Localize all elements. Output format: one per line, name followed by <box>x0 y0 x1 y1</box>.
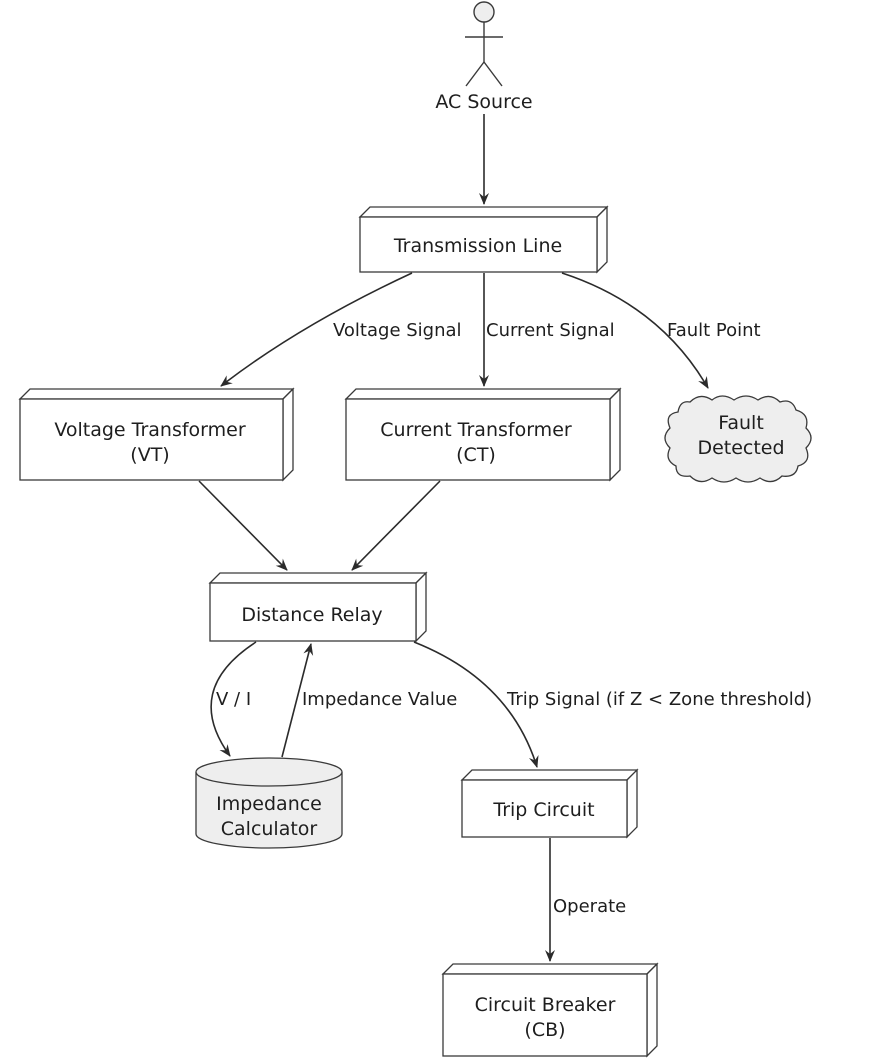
ct-label-line2: (CT) <box>456 444 496 466</box>
edge-label-fault-point: Fault Point <box>667 320 761 341</box>
ct-label-line1: Current Transformer <box>380 419 572 441</box>
fault-detected-node: Fault Detected <box>664 395 812 483</box>
fault-label-line1: Fault <box>718 412 764 434</box>
impedance-calculator-node: Impedance Calculator <box>195 757 343 849</box>
vt-label-line1: Voltage Transformer <box>54 419 246 441</box>
voltage-transformer-node: Voltage Transformer (VT) <box>18 387 295 482</box>
current-transformer-node: Current Transformer (CT) <box>344 387 622 482</box>
ac-source-actor <box>465 1 503 87</box>
edge-relay-to-trip <box>413 641 539 768</box>
distance-relay-node: Distance Relay <box>208 571 428 643</box>
fault-label-line2: Detected <box>697 437 784 459</box>
edge-vt-to-relay <box>198 480 288 571</box>
edge-ct-to-relay <box>351 480 441 571</box>
trip-circuit-label: Trip Circuit <box>492 799 594 821</box>
edge-label-trip-signal: Trip Signal (if Z < Zone threshold) <box>506 689 812 710</box>
impedance-label-line1: Impedance <box>216 793 322 815</box>
trip-circuit-node: Trip Circuit <box>460 768 639 839</box>
edge-label-operate: Operate <box>553 896 626 917</box>
edge-label-impedance-value: Impedance Value <box>302 689 457 710</box>
distance-relay-label: Distance Relay <box>241 604 382 626</box>
edge-line-to-fault <box>561 272 709 389</box>
edge-label-voltage-signal: Voltage Signal <box>333 320 462 341</box>
ac-source-label: AC Source <box>435 91 532 113</box>
impedance-label-line2: Calculator <box>221 818 318 840</box>
edge-relay-to-impedance <box>210 641 257 757</box>
edge-line-to-vt <box>220 272 413 387</box>
cb-label-line2: (CB) <box>524 1019 565 1041</box>
circuit-breaker-node: Circuit Breaker (CB) <box>441 962 659 1058</box>
edge-impedance-to-relay <box>281 643 314 758</box>
transmission-line-label: Transmission Line <box>393 235 562 257</box>
edge-label-v-over-i: V / I <box>216 689 251 710</box>
vt-label-line2: (VT) <box>130 444 169 466</box>
cb-label-line1: Circuit Breaker <box>475 994 616 1016</box>
transmission-line-node: Transmission Line <box>358 205 609 274</box>
edge-label-current-signal: Current Signal <box>486 320 615 341</box>
